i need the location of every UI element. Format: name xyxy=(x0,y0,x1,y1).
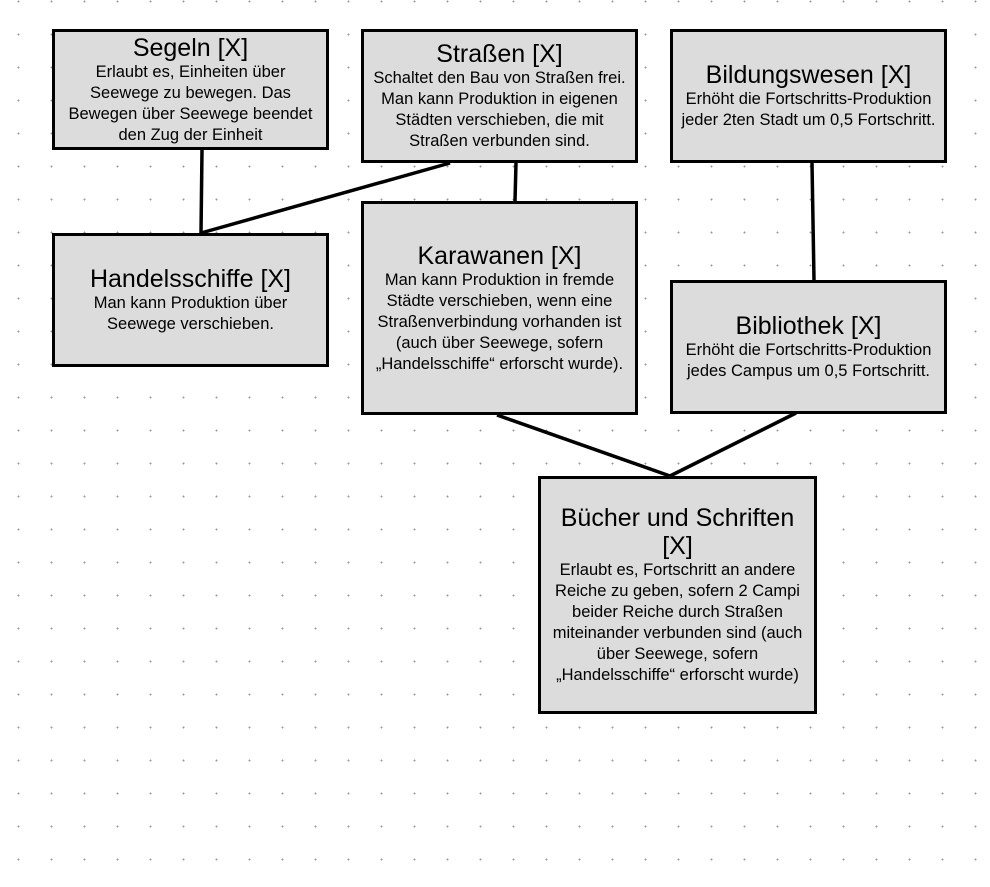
node-strassen[interactable]: Straßen [X] Schaltet den Bau von Straßen… xyxy=(361,29,638,163)
edge-segeln-handelsschiffe xyxy=(199,149,204,234)
node-title: Segeln [X] xyxy=(132,33,249,62)
node-title: Bibliothek [X] xyxy=(735,312,882,340)
node-description: Erlaubt es, Einheiten über Seewege zu be… xyxy=(68,62,313,144)
node-description: Erhöht die Fortschritts-Produktion jedes… xyxy=(685,341,932,380)
node-buecher-und-schriften[interactable]: Bücher und Schriften [X] Erlaubt es, For… xyxy=(538,476,817,714)
edge-bibliothek-buecher xyxy=(669,411,797,478)
edge-strassen-karawanen xyxy=(513,162,518,202)
edge-strassen-handelsschiffe xyxy=(200,161,451,235)
node-description: Schaltet den Bau von Straßen frei. Man k… xyxy=(373,69,626,150)
node-segeln[interactable]: Segeln [X] Erlaubt es, Einheiten über Se… xyxy=(52,29,329,150)
edge-bildungswesen-bibliothek xyxy=(810,162,816,281)
node-description: Man kann Produktion über Seewege verschi… xyxy=(93,294,288,333)
node-handelsschiffe[interactable]: Handelsschiffe [X] Man kann Produktion ü… xyxy=(52,233,329,367)
node-description: Erlaubt es, Fortschritt an andere Reiche… xyxy=(552,561,803,684)
node-description: Erhöht die Fortschritts-Produktion jeder… xyxy=(681,90,936,129)
node-title: Straßen [X] xyxy=(436,40,563,68)
node-title: Bücher und Schriften [X] xyxy=(560,504,795,560)
node-karawanen[interactable]: Karawanen [X] Man kann Produktion in fre… xyxy=(361,201,638,415)
node-title: Bildungswesen [X] xyxy=(705,61,912,89)
node-title: Karawanen [X] xyxy=(417,241,582,270)
node-bibliothek[interactable]: Bibliothek [X] Erhöht die Fortschritts-P… xyxy=(670,280,947,414)
node-title: Handelsschiffe [X] xyxy=(89,265,292,293)
node-description: Man kann Produktion in fremde Städte ver… xyxy=(375,270,624,373)
edge-karawanen-buecher xyxy=(496,413,671,478)
node-bildungswesen[interactable]: Bildungswesen [X] Erhöht die Fortschritt… xyxy=(670,29,947,163)
